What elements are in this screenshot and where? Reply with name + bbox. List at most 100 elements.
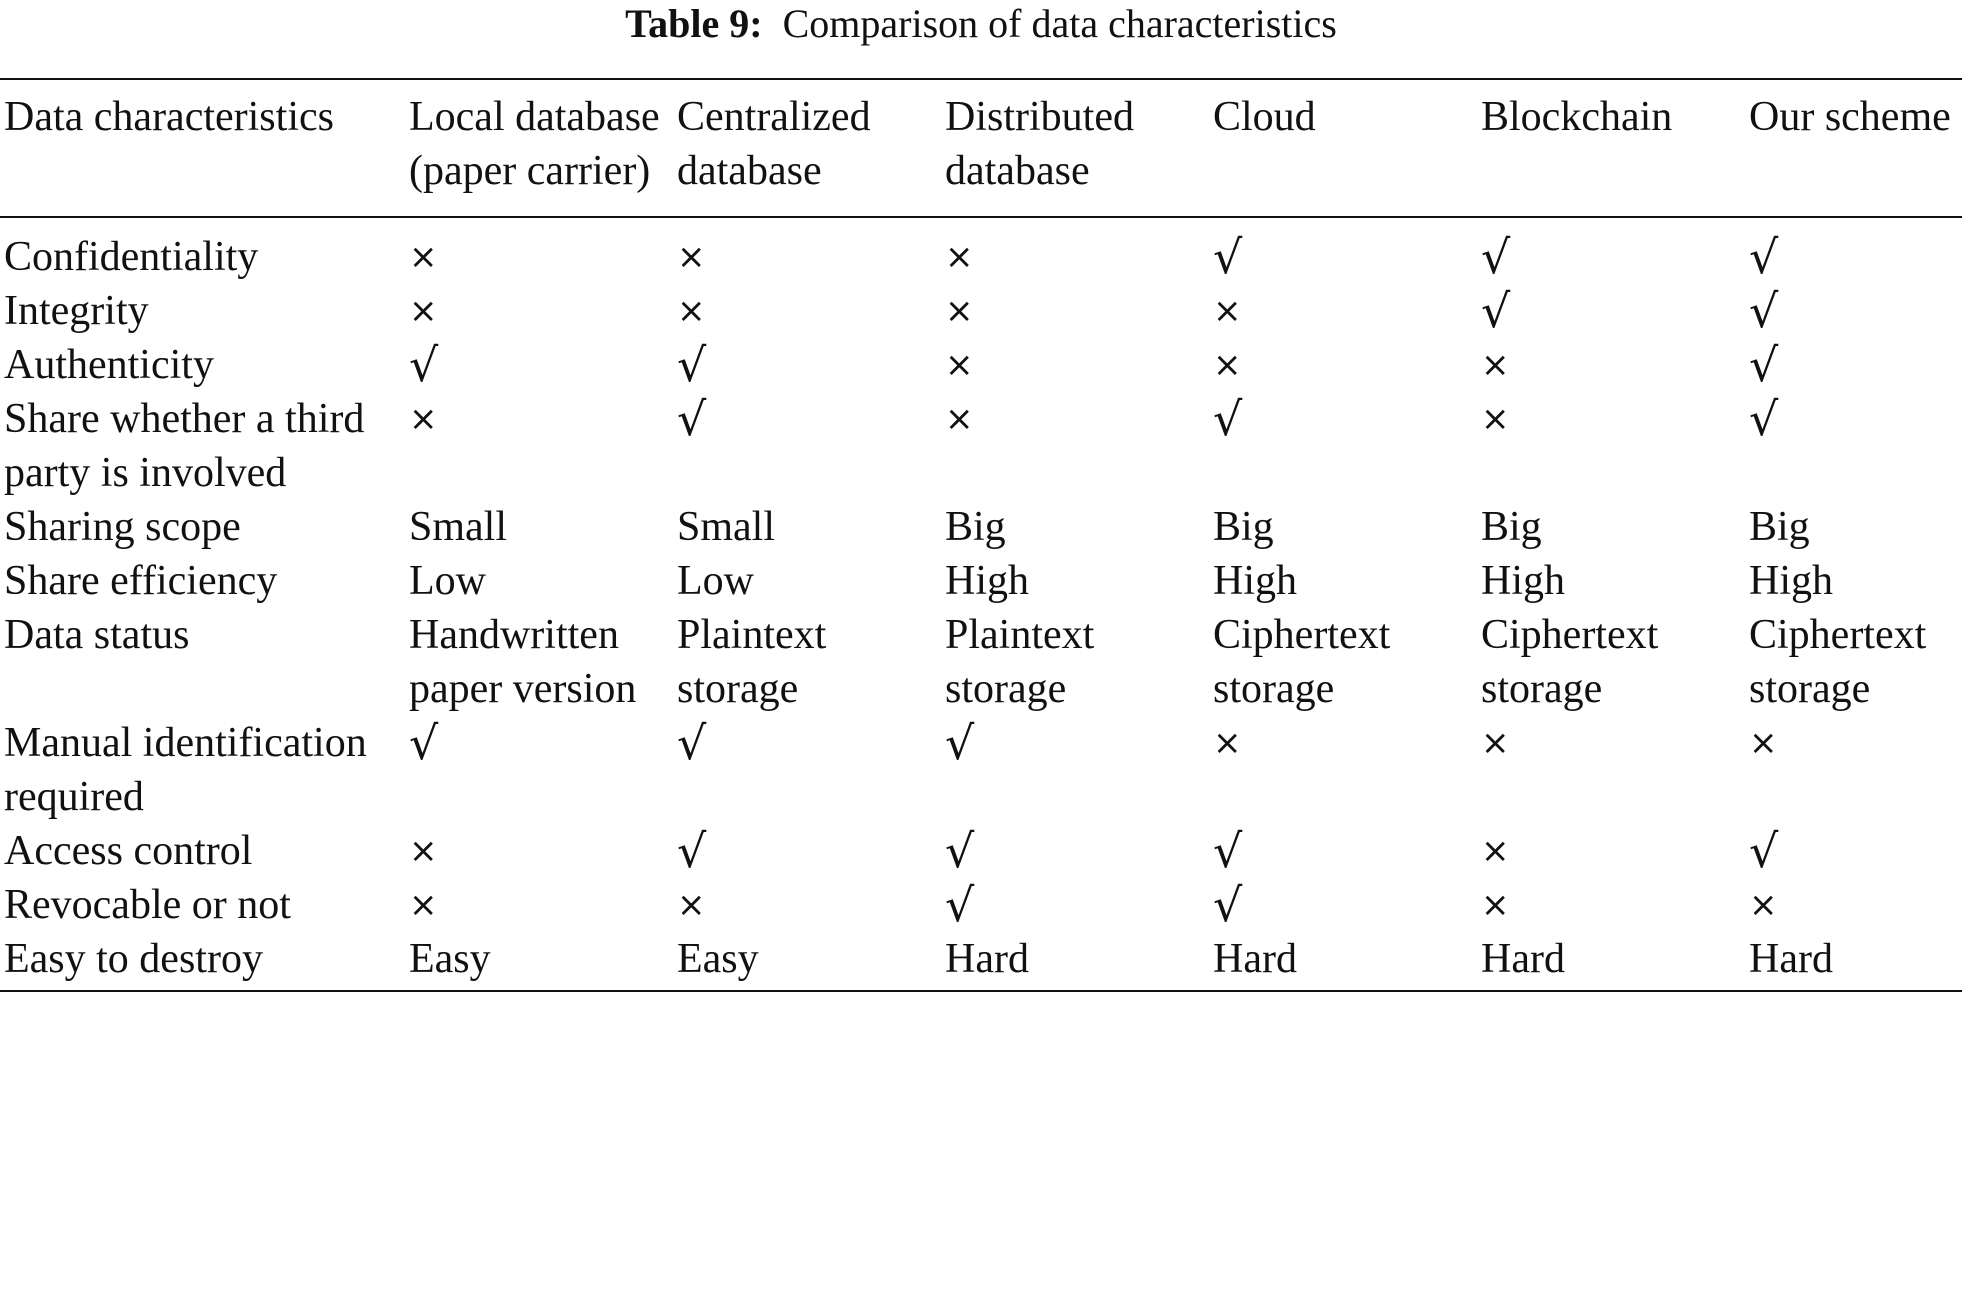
table-row: Share efficiency Low Low High High High High bbox=[0, 554, 1962, 608]
header-cell: Centralized database bbox=[677, 94, 871, 194]
table-cell: Low bbox=[677, 558, 754, 604]
table-row: Data status Handwritten paper version Plai… bbox=[0, 608, 1962, 716]
header-cell: Local database (paper carrier) bbox=[409, 94, 660, 194]
table-cell: High bbox=[1749, 558, 1833, 604]
cross-mark-icon: × bbox=[1749, 885, 1778, 925]
table-row: Confidentiality×××√√√ bbox=[0, 217, 1962, 284]
table-cell: Plaintext storage bbox=[677, 612, 827, 712]
cross-mark-icon: × bbox=[677, 291, 706, 331]
cross-mark-icon: × bbox=[945, 237, 974, 277]
table-cell: Ciphertext storage bbox=[1213, 612, 1391, 712]
cross-mark-icon: × bbox=[409, 237, 438, 277]
check-mark-icon: √ bbox=[945, 824, 975, 878]
cross-mark-icon: × bbox=[409, 885, 438, 925]
check-mark-icon: √ bbox=[1749, 338, 1779, 392]
cross-mark-icon: × bbox=[1481, 723, 1510, 763]
cross-mark-icon: × bbox=[945, 291, 974, 331]
header-cell: Distributed database bbox=[945, 94, 1134, 194]
table-row: Sharing scope Small Small Big Big Big Big bbox=[0, 500, 1962, 554]
cross-mark-icon: × bbox=[677, 885, 706, 925]
cross-mark-icon: × bbox=[1213, 345, 1242, 385]
check-mark-icon: √ bbox=[945, 878, 975, 932]
cross-mark-icon: × bbox=[1481, 399, 1510, 439]
cross-mark-icon: × bbox=[1213, 723, 1242, 763]
comparison-table: Data characteristics Local database (pap… bbox=[0, 78, 1962, 992]
table-cell: Big bbox=[1213, 504, 1274, 550]
row-label: Access control bbox=[4, 828, 253, 874]
table-header: Data characteristics Local database (pap… bbox=[0, 79, 1962, 217]
table-cell: Ciphertext storage bbox=[1749, 612, 1927, 712]
table-cell: Handwritten paper version bbox=[409, 612, 637, 712]
row-label: Share efficiency bbox=[4, 558, 278, 604]
cross-mark-icon: × bbox=[1213, 291, 1242, 331]
table-cell: Small bbox=[409, 504, 508, 550]
table-cell: Low bbox=[409, 558, 486, 604]
table-cell: Hard bbox=[945, 936, 1029, 982]
table-cell: High bbox=[945, 558, 1029, 604]
check-mark-icon: √ bbox=[677, 338, 707, 392]
cross-mark-icon: × bbox=[945, 399, 974, 439]
header-row: Data characteristics Local database (pap… bbox=[0, 79, 1962, 217]
check-mark-icon: √ bbox=[677, 392, 707, 446]
table-caption-label: Table 9: bbox=[625, 1, 763, 46]
cross-mark-icon: × bbox=[409, 399, 438, 439]
table-cell: Hard bbox=[1213, 936, 1297, 982]
table-cell: High bbox=[1481, 558, 1565, 604]
row-label: Revocable or not bbox=[4, 882, 291, 928]
table-row: Easy to destroy Easy Easy Hard Hard Hard Hard bbox=[0, 932, 1962, 991]
check-mark-icon: √ bbox=[1481, 230, 1511, 284]
table-cell: High bbox=[1213, 558, 1297, 604]
cross-mark-icon: × bbox=[409, 831, 438, 871]
table-cell: Small bbox=[677, 504, 776, 550]
check-mark-icon: √ bbox=[409, 716, 439, 770]
row-label: Integrity bbox=[4, 288, 149, 334]
table-cell: Easy bbox=[409, 936, 491, 982]
table-cell: Hard bbox=[1749, 936, 1833, 982]
table-body: Confidentiality×××√√√Integrity××××√√Auth… bbox=[0, 217, 1962, 991]
table-cell: Easy bbox=[677, 936, 759, 982]
cross-mark-icon: × bbox=[945, 345, 974, 385]
check-mark-icon: √ bbox=[1481, 284, 1511, 338]
check-mark-icon: √ bbox=[1749, 392, 1779, 446]
table-caption-text: Comparison of data characteristics bbox=[782, 1, 1337, 46]
cross-mark-icon: × bbox=[1481, 885, 1510, 925]
row-label: Confidentiality bbox=[4, 234, 259, 280]
row-label: Manual identification required bbox=[4, 720, 367, 820]
check-mark-icon: √ bbox=[1213, 230, 1243, 284]
check-mark-icon: √ bbox=[1213, 824, 1243, 878]
check-mark-icon: √ bbox=[1213, 392, 1243, 446]
row-label: Sharing scope bbox=[4, 504, 241, 550]
table-cell: Ciphertext storage bbox=[1481, 612, 1659, 712]
table-row: Share whether a third party is involved ×… bbox=[0, 392, 1962, 500]
check-mark-icon: √ bbox=[1213, 878, 1243, 932]
table-row: Revocable or not × × √ √ × × bbox=[0, 878, 1962, 932]
table-caption: Table 9: Comparison of data characterist… bbox=[0, 0, 1962, 52]
header-cell: Data characteristics bbox=[4, 94, 334, 140]
cross-mark-icon: × bbox=[1749, 723, 1778, 763]
check-mark-icon: √ bbox=[1749, 824, 1779, 878]
table-cell: Big bbox=[1481, 504, 1542, 550]
table-row: Manual identification required √ √ √ × × × bbox=[0, 716, 1962, 824]
header-cell: Blockchain bbox=[1481, 94, 1673, 140]
row-label: Data status bbox=[4, 612, 190, 658]
check-mark-icon: √ bbox=[409, 338, 439, 392]
table-cell: Plaintext storage bbox=[945, 612, 1095, 712]
table-cell: Big bbox=[1749, 504, 1810, 550]
cross-mark-icon: × bbox=[1481, 345, 1510, 385]
table-row: Authenticity √ √ × × × √ bbox=[0, 338, 1962, 392]
check-mark-icon: √ bbox=[1749, 284, 1779, 338]
check-mark-icon: √ bbox=[945, 716, 975, 770]
cross-mark-icon: × bbox=[1481, 831, 1510, 871]
table-row: Access control × √ √ √ × √ bbox=[0, 824, 1962, 878]
header-cell: Cloud bbox=[1213, 94, 1316, 140]
table-cell: Hard bbox=[1481, 936, 1565, 982]
header-cell: Our scheme bbox=[1749, 94, 1951, 140]
check-mark-icon: √ bbox=[677, 716, 707, 770]
row-label: Share whether a third party is involved bbox=[4, 396, 365, 496]
table-cell: Big bbox=[945, 504, 1006, 550]
cross-mark-icon: × bbox=[409, 291, 438, 331]
row-label: Authenticity bbox=[4, 342, 214, 388]
row-label: Easy to destroy bbox=[4, 936, 263, 982]
table-row: Integrity × × × × √ √ bbox=[0, 284, 1962, 338]
check-mark-icon: √ bbox=[677, 824, 707, 878]
